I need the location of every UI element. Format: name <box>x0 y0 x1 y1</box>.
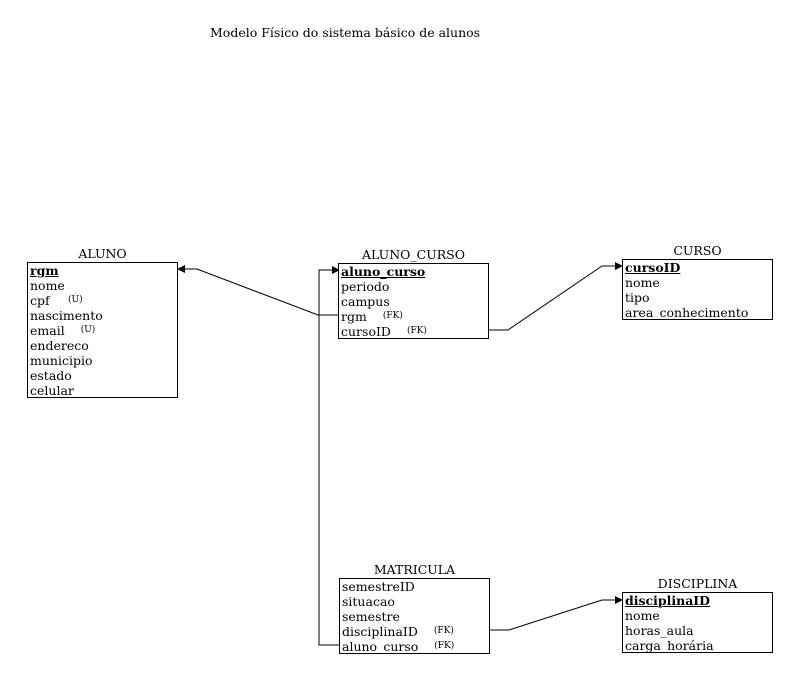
attribute-label: semestreID <box>342 579 415 594</box>
attribute-constraint-tag: (FK) <box>433 626 454 636</box>
attribute: area_conhecimento <box>623 305 772 320</box>
attribute: email (U) <box>28 323 177 338</box>
attribute-label: horas_aula <box>625 623 694 638</box>
attribute: tipo <box>623 290 772 305</box>
attribute: semestreID <box>340 579 489 594</box>
attribute-label: nome <box>625 275 660 290</box>
attribute-label: estado <box>30 368 72 383</box>
attribute-label: cpf <box>30 293 50 308</box>
entity-name: CURSO <box>673 243 722 258</box>
attribute: cursoID (FK) <box>339 324 488 339</box>
link-matricula-to-disciplina <box>490 596 623 631</box>
attribute-label: situacao <box>342 594 395 609</box>
attribute: nome <box>28 278 177 293</box>
attribute-label: rgm <box>30 263 59 278</box>
attribute-label: celular <box>30 383 74 398</box>
attribute: periodo <box>339 279 488 294</box>
attribute-label: tipo <box>625 290 650 305</box>
attribute-label: campus <box>341 294 390 309</box>
primary-key-attribute: disciplinaID <box>623 593 772 608</box>
attribute-label: aluno_curso <box>342 639 419 654</box>
link-aluno-curso-to-aluno <box>177 265 339 316</box>
attribute: horas_aula <box>623 623 772 638</box>
attribute-label: carga_horária <box>625 638 714 653</box>
attribute: situacao <box>340 594 489 609</box>
entity-name: MATRICULA <box>373 562 456 577</box>
diagram-title: Modelo Físico do sistema básico de aluno… <box>210 25 481 40</box>
primary-key-attribute: rgm <box>28 263 177 278</box>
link-matricula-to-aluno-curso <box>318 266 340 646</box>
attribute: aluno_curso (FK) <box>340 639 489 654</box>
attribute-label: disciplinaID <box>342 624 418 639</box>
attribute-label: disciplinaID <box>625 593 710 608</box>
attribute: nome <box>623 608 772 623</box>
attribute: municipio <box>28 353 177 368</box>
attribute: estado <box>28 368 177 383</box>
attribute: cpf (U) <box>28 293 177 308</box>
attribute-label: nome <box>625 608 660 623</box>
primary-key-attribute: cursoID <box>623 260 772 275</box>
attribute: nascimento <box>28 308 177 323</box>
attribute-label: endereco <box>30 338 89 353</box>
attribute-label: municipio <box>30 353 93 368</box>
attribute: carga_horária <box>623 638 772 653</box>
attribute: nome <box>623 275 772 290</box>
attribute: disciplinaID (FK) <box>340 624 489 639</box>
attribute-label: semestre <box>342 609 400 624</box>
link-aluno-curso-to-curso <box>489 262 623 331</box>
attribute: campus <box>339 294 488 309</box>
attribute-constraint-tag: (U) <box>80 325 96 335</box>
attribute-label: aluno_curso <box>341 264 426 279</box>
entity-name: ALUNO <box>78 246 127 261</box>
attribute-label: periodo <box>341 279 390 294</box>
attribute: rgm (FK) <box>339 309 488 324</box>
primary-key-attribute: aluno_curso <box>339 264 488 279</box>
attribute-constraint-tag: (FK) <box>434 641 455 651</box>
attribute-label: rgm <box>341 309 367 324</box>
attribute-label: nascimento <box>30 308 103 323</box>
attribute: celular <box>28 383 177 398</box>
attribute-label: cursoID <box>341 324 391 339</box>
attribute-label: email <box>30 323 65 338</box>
attribute-constraint-tag: (U) <box>68 295 83 305</box>
attribute-label: nome <box>30 278 65 293</box>
attribute: semestre <box>340 609 489 624</box>
attribute-label: area_conhecimento <box>625 305 749 320</box>
entity-name: ALUNO_CURSO <box>362 247 465 262</box>
attribute-constraint-tag: (FK) <box>382 311 403 321</box>
attribute-constraint-tag: (FK) <box>406 326 427 336</box>
attribute-label: cursoID <box>625 260 681 275</box>
entity-name: DISCIPLINA <box>657 576 738 591</box>
attribute: endereco <box>28 338 177 353</box>
